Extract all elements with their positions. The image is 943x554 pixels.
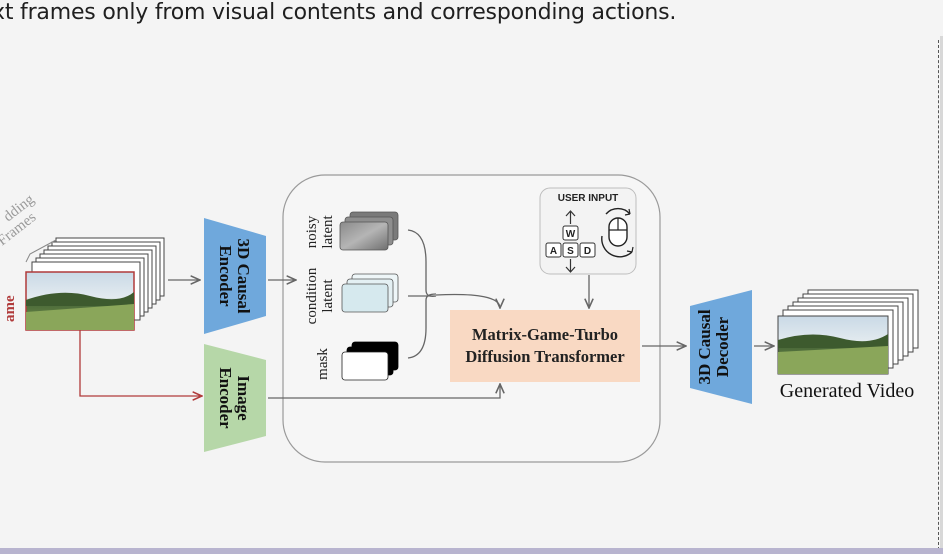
input-image <box>25 271 135 331</box>
mouse-icon <box>601 207 634 258</box>
key-d: D <box>579 242 596 258</box>
svg-text:D: D <box>584 246 591 257</box>
image-to-image-encoder-arrow <box>79 330 202 396</box>
svg-text:W: W <box>566 229 576 240</box>
image-encoder-block <box>204 344 266 452</box>
causal-decoder-line2: Decoder <box>713 316 732 377</box>
image-encoder-to-transformer-arrow <box>268 384 500 399</box>
left-red-label: ame <box>2 295 18 322</box>
noisy-label-line1: noisy <box>304 215 320 248</box>
image-encoder-line2: Encoder <box>216 367 235 429</box>
dashed-divider <box>938 40 939 550</box>
svg-text:S: S <box>567 246 574 257</box>
diffusion-transformer-block <box>450 310 640 382</box>
causal-encoder-line1: 3D Causal <box>234 238 253 313</box>
condition-label-line1: condition <box>304 267 320 324</box>
causal-encoder-block <box>204 218 266 334</box>
bottom-bar <box>0 548 943 554</box>
mask-stack <box>341 341 399 381</box>
key-a: A <box>545 242 562 258</box>
mask-label: mask <box>315 348 331 380</box>
causal-decoder-line1: 3D Causal <box>695 309 714 384</box>
page-heading: xt frames only from visual contents and … <box>0 0 677 25</box>
transformer-line2: Diffusion Transformer <box>465 347 624 366</box>
condition-label-line2: latent <box>320 279 336 313</box>
noisy-label-line2: latent <box>320 215 336 249</box>
key-s: S <box>562 242 579 258</box>
merge-to-transformer-arrow <box>435 293 500 308</box>
causal-decoder-block <box>690 290 752 404</box>
transformer-line1: Matrix-Game-Turbo <box>472 325 618 344</box>
key-w: W <box>562 225 579 241</box>
key-up-arrow-icon <box>565 210 576 224</box>
frame-brace <box>25 239 57 263</box>
generated-video-caption: Generated Video <box>780 380 914 402</box>
merge-connector <box>407 229 437 359</box>
user-input-label: USER INPUT <box>558 193 619 204</box>
scrollbar[interactable] <box>940 36 943 554</box>
image-encoder-line1: Image <box>234 375 253 421</box>
noisy-latent-stack <box>339 211 399 251</box>
svg-text:A: A <box>550 246 557 257</box>
key-down-arrow-icon <box>565 259 576 273</box>
condition-latent-stack <box>341 273 399 313</box>
causal-encoder-line2: Encoder <box>216 245 235 307</box>
generated-video-frame <box>777 315 889 375</box>
